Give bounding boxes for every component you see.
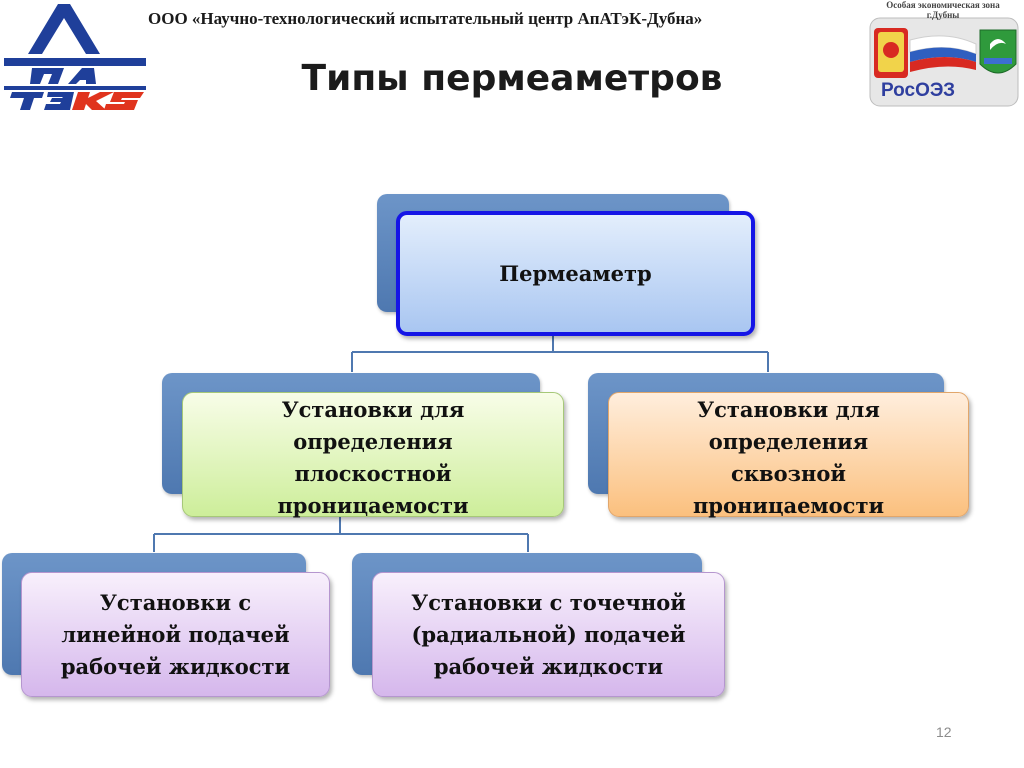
root-node-permeameter: Пермеаметр xyxy=(396,211,755,336)
node-plane-permeability: Установки для определения плоскостной пр… xyxy=(182,392,564,518)
oez-brand: РосОЭЗ xyxy=(880,80,956,101)
node-radial-feed: Установки с точечной (радиальной) подаче… xyxy=(372,572,725,697)
node-through-permeability: Установки для определения сквозной прони… xyxy=(608,392,969,518)
page-number: 12 xyxy=(936,724,952,740)
oez-dubna-logo-icon xyxy=(869,17,1019,107)
node-linear-feed: Установки с линейной подачей рабочей жид… xyxy=(21,572,330,697)
apatek-logo-icon xyxy=(4,4,146,110)
company-name: ООО «Научно-технологический испытательны… xyxy=(148,9,703,28)
oez-caption: Особая экономическая зона г.Дубны xyxy=(886,0,1000,20)
slide-title: Типы пермеаметров xyxy=(301,58,723,99)
